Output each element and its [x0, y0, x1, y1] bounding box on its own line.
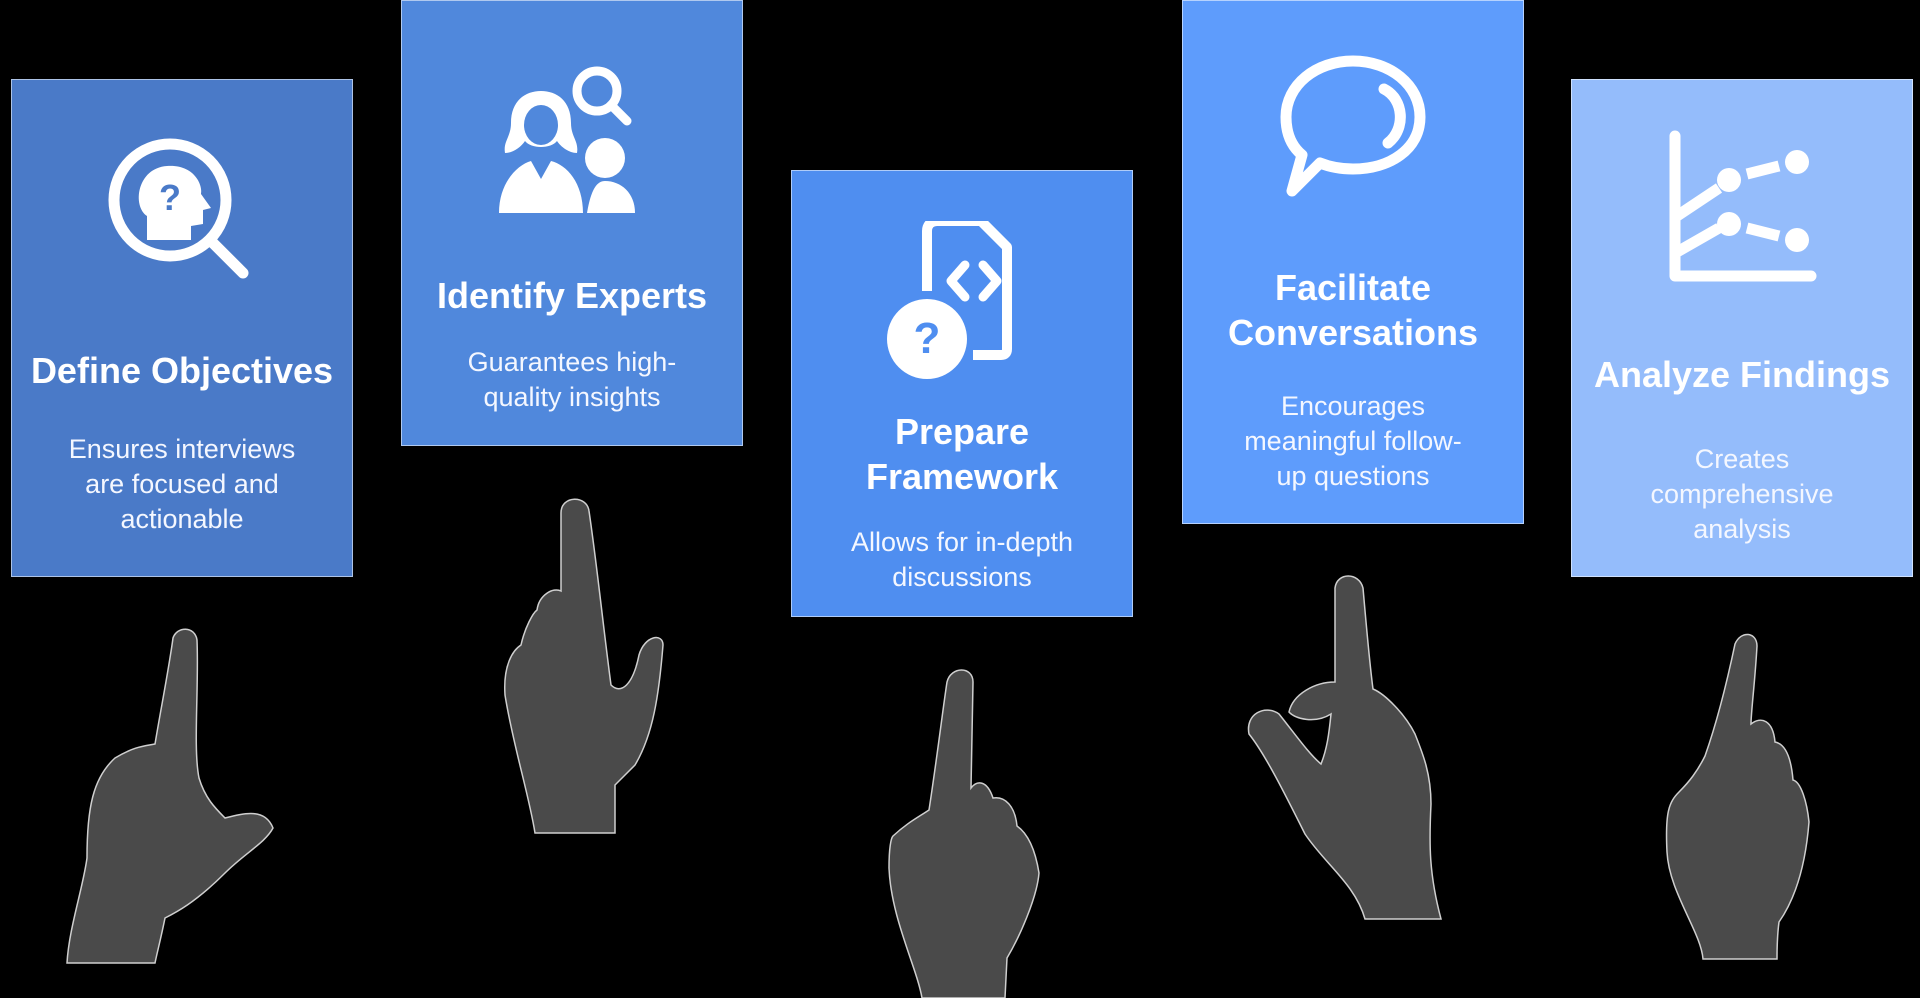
card-description: Creates comprehensive analysis	[1650, 444, 1834, 544]
svg-text:?: ?	[914, 314, 941, 363]
card-prepare-framework: ? Prepare Framework Allows for in-depth …	[791, 170, 1133, 617]
card-identify-experts: Identify Experts Guarantees high- qualit…	[401, 0, 743, 446]
card-title: Analyze Findings	[1593, 354, 1891, 395]
card-description: Encourages meaningful follow- up questio…	[1244, 391, 1462, 491]
pointing-hand-icon	[1245, 574, 1445, 920]
card-title: Identify Experts	[436, 275, 708, 316]
pointing-hand-icon	[503, 495, 665, 835]
card-description: Allows for in-depth discussions	[850, 527, 1074, 592]
card-title: Prepare Framework	[865, 411, 1059, 497]
card-define-objectives: ? Define Objectives Ensures interviews a…	[11, 79, 353, 577]
card-title: Facilitate Conversations	[1227, 267, 1479, 353]
head-question-magnifier-icon: ?	[107, 128, 257, 288]
pointing-hand-icon	[65, 628, 275, 968]
card-analyze-findings: Analyze Findings Creates comprehensive a…	[1571, 79, 1913, 577]
svg-text:?: ?	[159, 177, 181, 218]
pointing-hand-icon	[1665, 632, 1811, 960]
card-description: Guarantees high- quality insights	[467, 347, 677, 412]
scatter-chart-icon	[1667, 130, 1817, 290]
card-description: Ensures interviews are focused and actio…	[68, 434, 296, 534]
card-title: Define Objectives	[30, 350, 334, 391]
card-facilitate-conversations: Facilitate Conversations Encourages mean…	[1182, 0, 1524, 524]
code-document-question-icon: ?	[887, 221, 1037, 381]
people-search-icon	[497, 53, 647, 213]
speech-bubble-icon	[1278, 55, 1428, 205]
pointing-hand-icon	[887, 668, 1047, 998]
